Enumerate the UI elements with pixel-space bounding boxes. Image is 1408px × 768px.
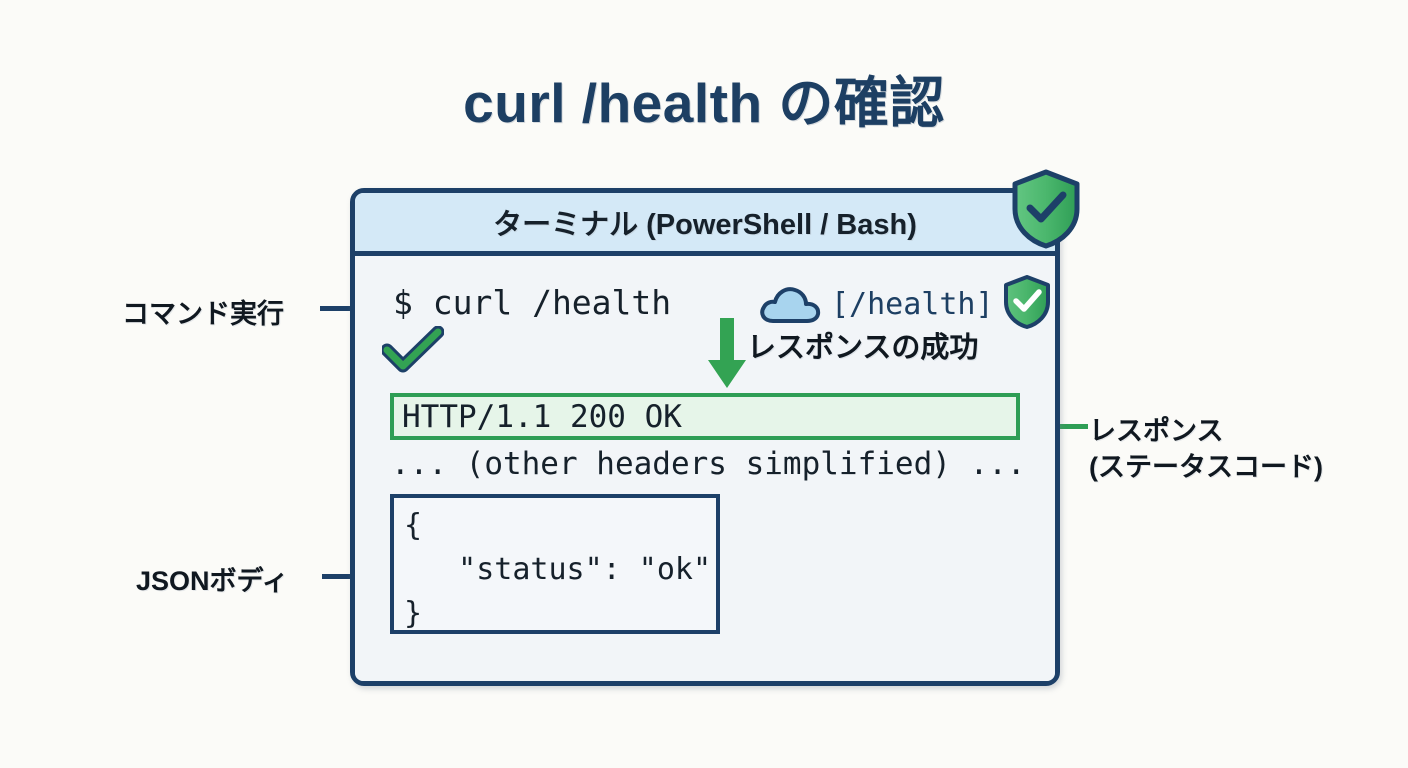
terminal-header-bar: ターミナル (PowerShell / Bash) xyxy=(355,193,1055,256)
down-arrow-icon xyxy=(705,318,749,395)
terminal-header-title: ターミナル (PowerShell / Bash) xyxy=(493,209,917,241)
callout-json-body-label: JSONボディ xyxy=(136,566,289,596)
http-status-box: HTTP/1.1 200 OK xyxy=(390,393,1020,440)
command-line-text: $ curl /health xyxy=(393,283,672,322)
json-line: } xyxy=(404,596,423,631)
callout-response-line1: レスポンス xyxy=(1089,416,1224,446)
page-title: curl /health の確認 xyxy=(463,72,945,134)
endpoint-row: [/health] xyxy=(757,274,1052,335)
cloud-icon xyxy=(757,279,823,330)
shield-check-icon xyxy=(1002,274,1052,335)
callout-response-line2: (ステータスコード) xyxy=(1089,452,1323,482)
terminal-panel: ターミナル (PowerShell / Bash) $ curl /health xyxy=(350,188,1060,686)
endpoint-label: [/health] xyxy=(831,287,994,322)
terminal-body: $ curl /health [/health] xyxy=(355,256,1055,681)
json-line: { xyxy=(404,508,423,543)
http-status-text: HTTP/1.1 200 OK xyxy=(402,398,682,435)
json-body-box: { "status": "ok" } xyxy=(390,494,720,634)
json-line: "status": "ok" xyxy=(404,552,712,587)
callout-response-label: レスポンス (ステータスコード) xyxy=(1089,413,1323,485)
check-mark-icon xyxy=(380,325,445,379)
shield-check-icon xyxy=(1010,168,1082,255)
callout-command-label: コマンド実行 xyxy=(122,299,284,329)
headers-note-text: ... (other headers simplified) ... xyxy=(391,446,1026,482)
response-success-label: レスポンスの成功 xyxy=(747,332,979,364)
